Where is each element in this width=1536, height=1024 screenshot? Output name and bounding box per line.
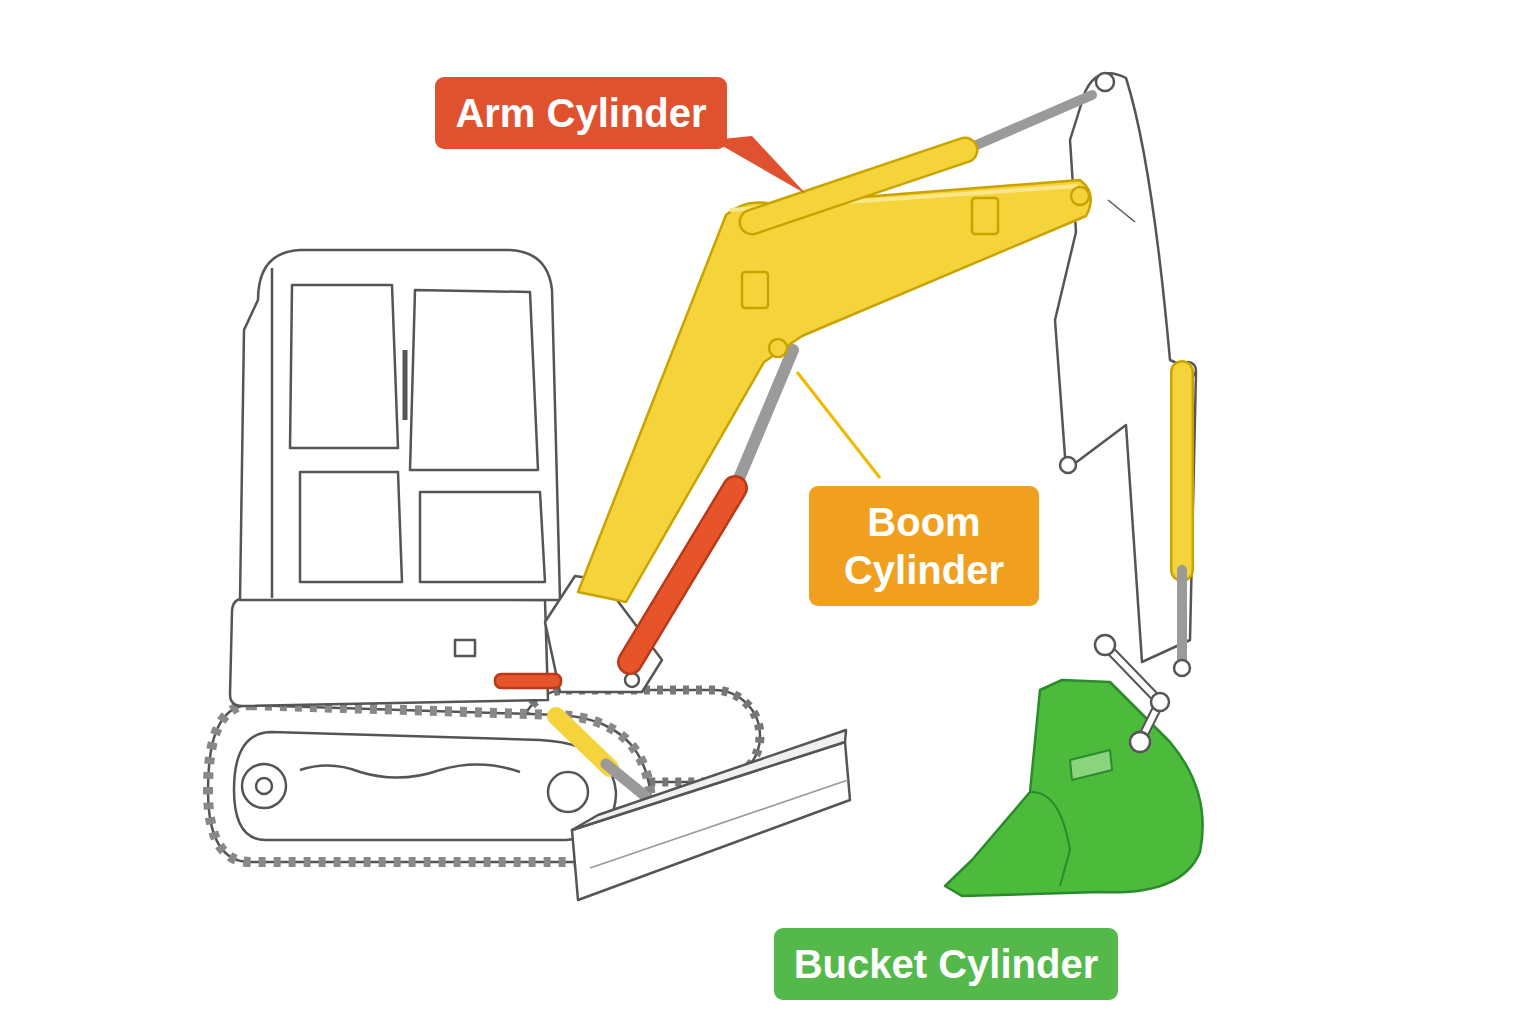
callout-label: Arm Cylinder	[455, 89, 706, 137]
cab-and-body	[271, 268, 274, 598]
swing-bracket	[625, 673, 639, 687]
cab-and-body	[455, 640, 475, 656]
excavator-arm	[1055, 73, 1196, 662]
boom	[972, 198, 998, 234]
cab-and-body	[410, 290, 538, 470]
cab-and-body	[420, 492, 545, 582]
bucket	[1105, 645, 1160, 702]
callout-box: Boom Cylinder	[809, 486, 1039, 606]
callout-pointer	[712, 136, 806, 194]
dozer-blade	[590, 780, 848, 868]
bucket-cylinder-part	[1182, 372, 1183, 668]
bucket-cylinder-part	[1170, 372, 1194, 570]
callout-box: Bucket Cylinder	[774, 928, 1119, 1000]
dozer-blade	[572, 742, 850, 900]
arm-cylinder-part	[752, 150, 965, 222]
bucket	[945, 680, 1203, 896]
callout-label: Bucket Cylinder	[794, 940, 1099, 988]
callout-box: Arm Cylinder	[435, 77, 726, 149]
bucket	[1095, 635, 1190, 752]
cab-and-body	[230, 598, 548, 706]
arm-cylinder-part	[752, 95, 1092, 222]
excavator-arm	[1096, 73, 1114, 91]
excavator-arm	[1055, 73, 1196, 662]
excavator-arm	[1060, 457, 1076, 473]
bucket	[1105, 645, 1160, 702]
swing-bracket	[495, 674, 561, 688]
bucket	[1130, 732, 1150, 752]
bucket	[945, 635, 1203, 896]
excavator-arm	[1108, 200, 1135, 222]
boom	[1071, 187, 1089, 205]
callout-pointer	[797, 372, 880, 478]
bucket	[1095, 635, 1115, 655]
callout-label: Boom Cylinder	[829, 498, 1019, 594]
track-assembly	[242, 764, 286, 808]
cab-and-body	[230, 250, 560, 706]
track-assembly	[256, 778, 272, 794]
track-assembly	[300, 764, 520, 777]
bucket-cylinder-part	[1177, 570, 1187, 668]
boom	[769, 339, 787, 357]
dozer-blade	[556, 716, 610, 768]
dozer-blade	[556, 716, 850, 900]
track-assembly	[548, 772, 588, 812]
callout-pointer	[712, 136, 880, 478]
cab-and-body	[290, 285, 398, 448]
arm-cylinder-part	[752, 150, 965, 222]
bucket	[1174, 660, 1190, 676]
arm-cylinder-part	[965, 95, 1092, 150]
cab-and-body	[240, 250, 560, 600]
track-assembly	[234, 732, 616, 840]
bucket-cylinder-part	[1173, 372, 1192, 570]
cab-and-body	[403, 350, 408, 420]
bucket	[1151, 693, 1169, 711]
bucket	[1030, 792, 1070, 886]
boom	[742, 272, 768, 308]
bucket	[1070, 750, 1112, 780]
dozer-blade	[572, 730, 846, 830]
cab-and-body	[300, 472, 402, 582]
